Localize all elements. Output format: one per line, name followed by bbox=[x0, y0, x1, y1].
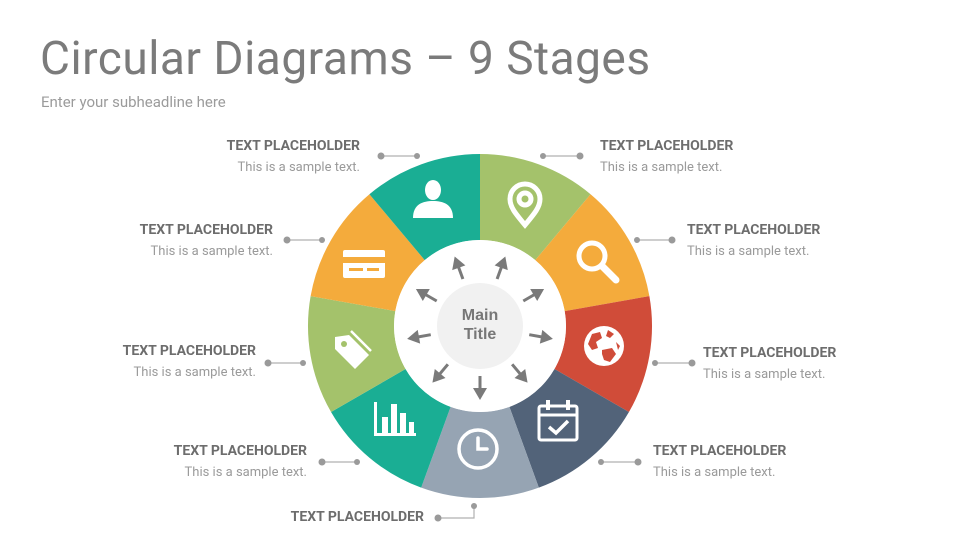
segment-chart bbox=[331, 369, 451, 488]
user-icon bbox=[413, 180, 453, 218]
stage-label-7: TEXT PLACEHOLDER This is a sample text. bbox=[0, 343, 256, 381]
stage-text: This is a sample text. bbox=[150, 244, 273, 259]
segment-location bbox=[480, 154, 591, 261]
arrow-icon bbox=[522, 288, 545, 303]
arrow-icon bbox=[528, 329, 553, 344]
segment-calendar bbox=[509, 369, 629, 488]
stage-label-5: TEXT PLACEHOLDER bbox=[164, 509, 424, 526]
leader-line bbox=[434, 503, 477, 522]
center-title-line2: Title bbox=[464, 326, 497, 343]
stage-label-1: TEXT PLACEHOLDER This is a sample text. bbox=[600, 138, 860, 176]
bar-chart-icon bbox=[374, 402, 416, 436]
stage-label-8: TEXT PLACEHOLDER This is a sample text. bbox=[13, 222, 273, 260]
segment-search bbox=[535, 194, 650, 312]
clock-icon bbox=[457, 428, 499, 470]
arrow-icon bbox=[432, 363, 450, 383]
tag-icon bbox=[335, 330, 372, 369]
stage-label-6: TEXT PLACEHOLDER This is a sample text. bbox=[47, 443, 307, 481]
stage-heading: TEXT PLACEHOLDER bbox=[173, 443, 307, 459]
arrow-icon bbox=[494, 256, 508, 280]
stage-label-2: TEXT PLACEHOLDER This is a sample text. bbox=[687, 222, 947, 260]
diagram-segments bbox=[307, 154, 652, 498]
arrow-icon bbox=[407, 329, 432, 344]
center-inner-circle bbox=[437, 283, 523, 369]
stage-heading: TEXT PLACEHOLDER bbox=[687, 222, 821, 238]
stage-heading: TEXT PLACEHOLDER bbox=[226, 138, 360, 154]
segment-clock bbox=[421, 406, 539, 498]
leader-line bbox=[318, 458, 360, 466]
leader-line bbox=[264, 359, 306, 367]
stage-heading: TEXT PLACEHOLDER bbox=[122, 343, 256, 359]
stage-text: This is a sample text. bbox=[133, 365, 256, 380]
arrow-icon bbox=[452, 256, 466, 280]
stage-text: This is a sample text. bbox=[703, 367, 826, 382]
stage-text: This is a sample text. bbox=[600, 160, 723, 175]
leader-line bbox=[283, 236, 325, 244]
calendar-check-icon bbox=[537, 400, 579, 442]
stage-label-4: TEXT PLACEHOLDER This is a sample text. bbox=[653, 443, 913, 481]
leader-lines bbox=[264, 152, 696, 522]
arrow-icon bbox=[415, 288, 438, 303]
stage-heading: TEXT PLACEHOLDER bbox=[703, 345, 837, 361]
search-icon bbox=[576, 240, 620, 284]
stage-heading: TEXT PLACEHOLDER bbox=[290, 509, 424, 525]
stage-heading: TEXT PLACEHOLDER bbox=[139, 222, 273, 238]
leader-line bbox=[634, 236, 676, 244]
stage-text: This is a sample text. bbox=[653, 465, 776, 480]
stage-text: This is a sample text. bbox=[687, 244, 810, 259]
leader-line bbox=[540, 152, 584, 160]
stage-heading: TEXT PLACEHOLDER bbox=[653, 443, 787, 459]
stage-label-9: TEXT PLACEHOLDER This is a sample text. bbox=[100, 138, 360, 176]
map-pin-icon bbox=[507, 181, 543, 229]
leader-line bbox=[652, 359, 696, 367]
center-arrows bbox=[407, 256, 553, 400]
arrow-icon bbox=[473, 376, 487, 400]
stage-text: This is a sample text. bbox=[184, 465, 307, 480]
leader-line bbox=[598, 458, 642, 466]
stage-heading: TEXT PLACEHOLDER bbox=[600, 138, 734, 154]
center-title-line1: Main bbox=[462, 307, 498, 324]
page-subtitle: Enter your subheadline here bbox=[41, 93, 226, 111]
stage-text: This is a sample text. bbox=[237, 160, 360, 175]
stage-label-3: TEXT PLACEHOLDER This is a sample text. bbox=[703, 345, 960, 383]
arrow-icon bbox=[510, 363, 528, 383]
page-title: Circular Diagrams – 9 Stages bbox=[40, 32, 651, 86]
leader-line bbox=[377, 152, 420, 160]
globe-icon bbox=[584, 326, 624, 366]
credit-card-icon bbox=[343, 250, 385, 278]
